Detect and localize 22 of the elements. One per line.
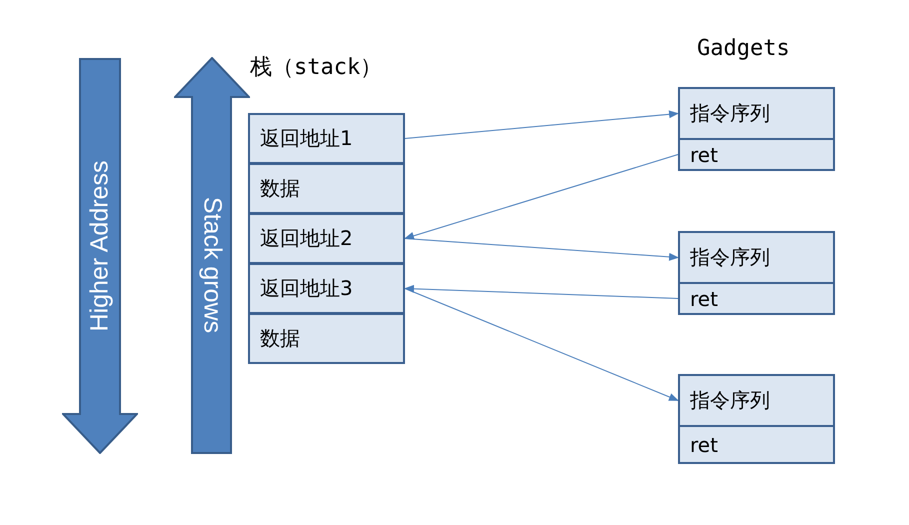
arrow [404, 238, 679, 261]
arrow [404, 110, 679, 139]
memory-cell: 返回地址2 [248, 213, 405, 264]
block-arrow [62, 58, 138, 454]
arrow-label: Stack grows [198, 196, 226, 334]
memory-cell: 数据 [248, 313, 405, 364]
memory-cell: 指令序列 [678, 231, 835, 284]
stack-title: 栈（stack） [250, 54, 382, 82]
arrow [404, 284, 678, 299]
memory-cell: 返回地址1 [248, 113, 405, 164]
memory-cell: ret [678, 425, 835, 464]
memory-cell: 指令序列 [678, 374, 835, 427]
gadgets-heading: Gadgets [697, 36, 790, 61]
memory-cell: ret [678, 138, 835, 171]
arrow [404, 288, 679, 401]
memory-cell: 指令序列 [678, 87, 835, 140]
block-arrow [174, 57, 250, 454]
arrow-label: Higher Address [86, 160, 114, 332]
arrow [404, 154, 678, 240]
memory-cell: 返回地址3 [248, 263, 405, 314]
memory-cell: ret [678, 282, 835, 315]
memory-cell: 数据 [248, 163, 405, 214]
